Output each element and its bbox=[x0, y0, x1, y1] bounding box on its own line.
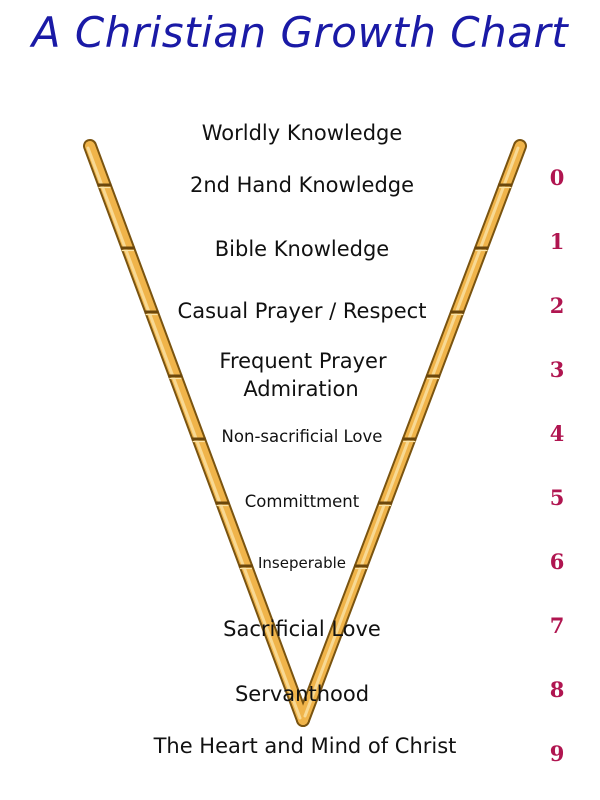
stage-label: Servanthood bbox=[234, 682, 370, 706]
stage-number: 7 bbox=[549, 613, 565, 638]
left-stick-highlight bbox=[86, 146, 302, 720]
stage-label: Sacrificial Love bbox=[223, 617, 381, 641]
stage-label: 2nd Hand Knowledge bbox=[189, 173, 415, 197]
v-tick-marks bbox=[97, 183, 513, 570]
right-stick-highlight bbox=[303, 146, 520, 718]
stage-number: 4 bbox=[549, 421, 565, 446]
left-stick bbox=[85, 141, 308, 725]
stage-number: 0 bbox=[549, 165, 565, 190]
v-sticks bbox=[83, 139, 527, 727]
stage-label: Inseperable bbox=[255, 554, 348, 572]
stage-number: 6 bbox=[549, 549, 565, 574]
stage-number: 3 bbox=[549, 357, 565, 382]
stage-number: 2 bbox=[549, 293, 565, 318]
stage-label: Committment bbox=[242, 492, 362, 511]
stage-label: Worldly Knowledge bbox=[201, 121, 403, 145]
stage-label: Non-sacrificial Love bbox=[219, 427, 385, 446]
page-title: A Christian Growth Chart bbox=[31, 8, 569, 57]
stage-label: Bible Knowledge bbox=[214, 237, 390, 261]
stage-number: 8 bbox=[549, 677, 565, 702]
stage-label: The Heart and Mind of Christ bbox=[153, 734, 457, 758]
stage-label: Frequent Prayer Admiration bbox=[219, 349, 387, 401]
stage-number: 1 bbox=[549, 229, 565, 254]
stage-number: 5 bbox=[549, 485, 565, 510]
stage-number: 9 bbox=[549, 741, 565, 766]
stage-label: Casual Prayer / Respect bbox=[175, 299, 429, 323]
